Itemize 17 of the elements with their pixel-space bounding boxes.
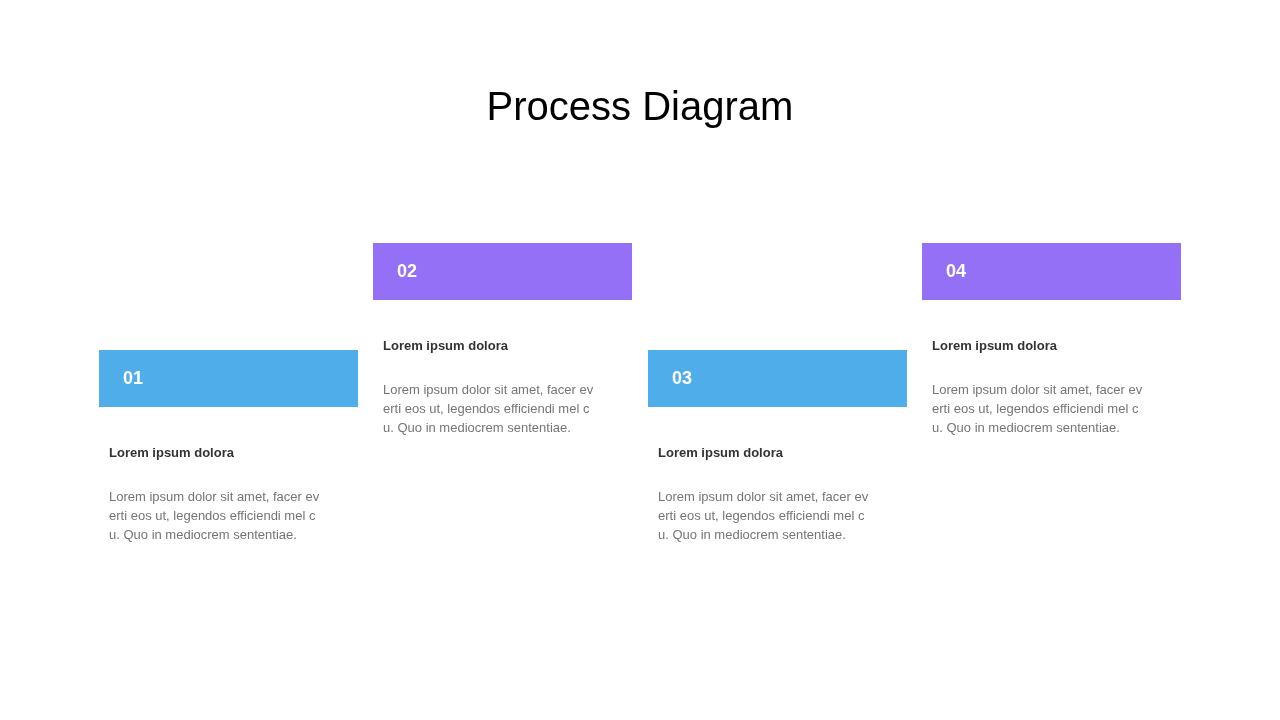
step-description: Lorem ipsum dolor sit amet, facer ev erti eos ut, legendos efficiendi mel c u. Quo in mediocrem sententiae.: [383, 381, 595, 437]
step-description: Lorem ipsum dolor sit amet, facer ev erti eos ut, legendos efficiendi mel c u. Quo in mediocrem sententiae.: [658, 488, 870, 544]
step-description: Lorem ipsum dolor sit amet, facer ev erti eos ut, legendos efficiendi mel c u. Quo in mediocrem sententiae.: [932, 381, 1144, 437]
step-heading: Lorem ipsum dolora: [658, 444, 783, 462]
step-bar: [648, 350, 907, 407]
title: Process Diagram: [485, 83, 795, 130]
step-bar: [922, 243, 1181, 300]
step-number: 01: [123, 368, 144, 389]
step-bar: [99, 350, 358, 407]
step-number: 04: [946, 261, 967, 282]
step-heading: Lorem ipsum dolora: [109, 444, 234, 462]
step-description: Lorem ipsum dolor sit amet, facer ev erti eos ut, legendos efficiendi mel c u. Quo in mediocrem sententiae.: [109, 488, 321, 544]
step-bar: [373, 243, 632, 300]
step-heading: Lorem ipsum dolora: [932, 337, 1057, 355]
step-number: 03: [672, 368, 693, 389]
step-heading: Lorem ipsum dolora: [383, 337, 508, 355]
step-number: 02: [397, 261, 418, 282]
